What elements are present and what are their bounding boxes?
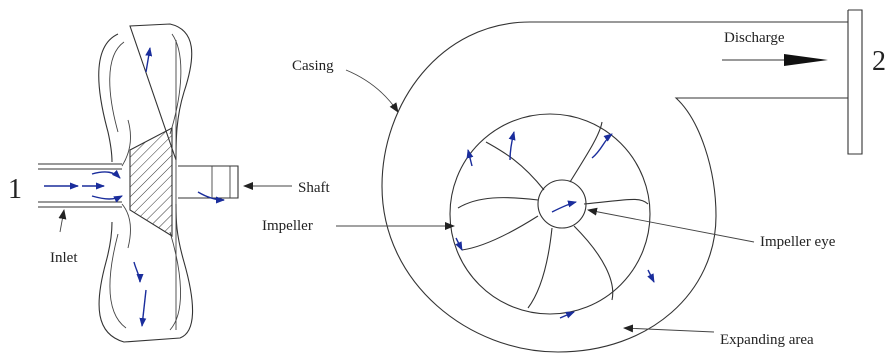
casing-leader — [345, 69, 399, 113]
inlet-leader — [58, 209, 67, 233]
impeller-vanes — [457, 121, 649, 309]
discharge-flange — [847, 9, 863, 155]
side-view — [38, 23, 292, 343]
impeller-hub — [129, 127, 173, 237]
shaft — [178, 165, 239, 199]
side-casing-inner — [109, 33, 182, 331]
volute-casing — [381, 21, 848, 353]
hub-curve-top — [121, 119, 131, 167]
inlet-pipe — [38, 163, 122, 208]
impeller-eye-label: Impeller eye — [760, 234, 836, 250]
impeller-eye — [537, 179, 587, 229]
impeller-eye-leader — [587, 207, 755, 243]
station-2-label: 2 — [872, 46, 886, 77]
front-flow-arrows — [455, 131, 655, 319]
side-flow-arrows — [44, 47, 225, 327]
station-1-label: 1 — [8, 174, 22, 205]
impeller-outer — [449, 113, 651, 315]
front-view — [336, 9, 863, 353]
hub-curve-bottom — [121, 203, 131, 249]
casing-label: Casing — [292, 58, 334, 74]
inlet-label: Inlet — [50, 250, 78, 266]
discharge-label: Discharge — [724, 30, 785, 46]
expanding-area-label: Expanding area — [720, 332, 814, 348]
shaft-label: Shaft — [298, 180, 330, 196]
expanding-area-leader — [623, 324, 715, 333]
impeller-label: Impeller — [262, 218, 313, 234]
